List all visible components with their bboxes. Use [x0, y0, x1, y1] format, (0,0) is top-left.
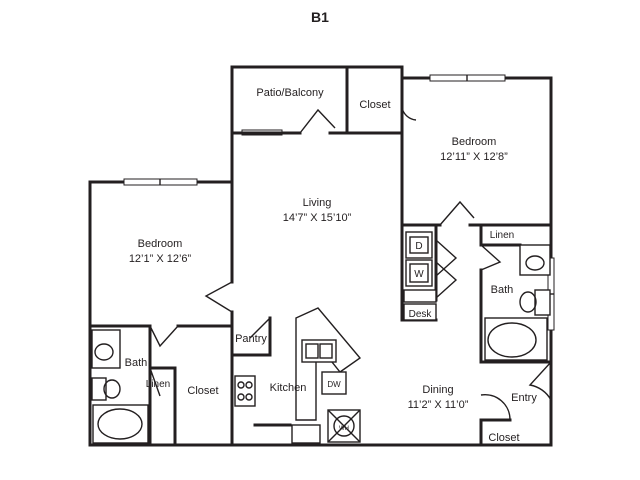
room-living: Living: [303, 197, 332, 209]
room-patio: Patio/Balcony: [256, 87, 324, 99]
toilet-icon: [534, 289, 551, 316]
toilet-icon-left: [91, 377, 107, 401]
dishwasher-label: DW: [327, 380, 341, 389]
water-heater-label: WH: [339, 426, 349, 432]
room-bath-left: Bath: [125, 357, 148, 369]
tub-icon-left: [92, 404, 149, 444]
room-pantry: Pantry: [235, 333, 267, 345]
room-bedroom-right-dims: 12’11” X 12’8”: [440, 151, 508, 163]
washer-label: W: [414, 269, 424, 280]
room-desk: Desk: [409, 309, 433, 320]
room-dining-dims: 11’2” X 11’0”: [408, 399, 469, 411]
plan-title: B1: [311, 9, 329, 25]
kitchen-counter: [295, 307, 362, 421]
dryer-label: D: [415, 241, 422, 252]
room-closet-top: Closet: [359, 99, 390, 111]
room-bath-right: Bath: [491, 284, 514, 296]
fridge-icon: [291, 424, 321, 444]
room-kitchen: Kitchen: [270, 382, 307, 394]
windows: [123, 74, 555, 331]
room-closet-entry: Closet: [488, 432, 519, 444]
room-linen-left: Linen: [146, 379, 170, 390]
room-closet-left: Closet: [187, 385, 218, 397]
fixtures: [91, 231, 551, 444]
dishwasher-icon: [321, 371, 347, 395]
room-bedroom-left-dims: 12’1” X 12’6”: [129, 253, 192, 265]
room-dining: Dining: [422, 384, 453, 396]
room-linen-right: Linen: [490, 230, 514, 241]
door-swings: [149, 107, 552, 421]
room-labels: Patio/Balcony Closet Bedroom 12’11” X 12…: [125, 87, 538, 444]
tub-icon: [484, 317, 548, 361]
kitchen-sink-icon: [301, 339, 337, 363]
stove-icon: [234, 375, 256, 407]
room-bedroom-right: Bedroom: [452, 136, 497, 148]
room-living-dims: 14’7” X 15’10”: [283, 212, 352, 224]
sink-icon-left: [91, 329, 121, 369]
room-entry: Entry: [511, 392, 537, 404]
room-bedroom-left: Bedroom: [138, 238, 183, 250]
